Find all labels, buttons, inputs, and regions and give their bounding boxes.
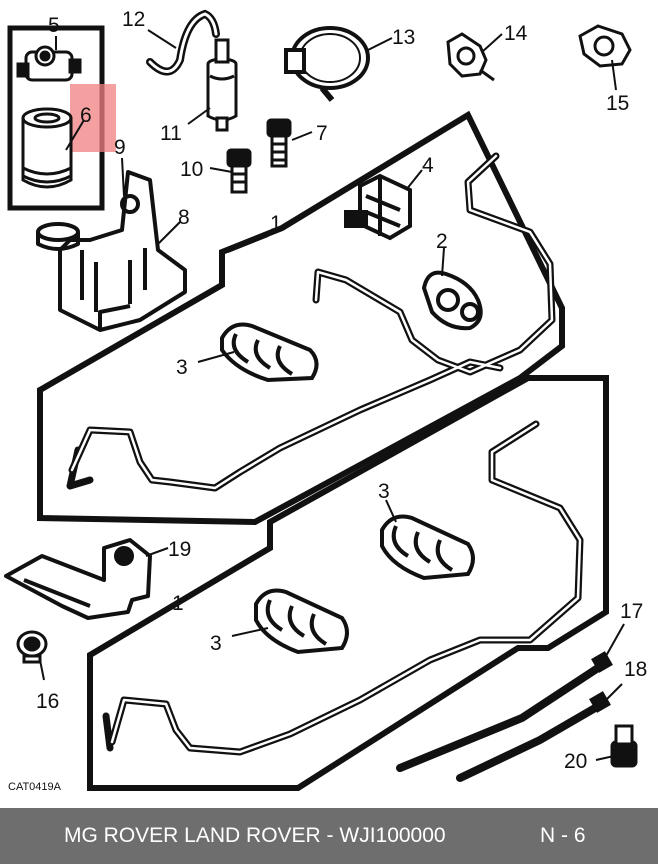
callout-19: 19 [168, 538, 191, 561]
pipe-clip-14-icon [446, 32, 495, 82]
callout-12: 12 [122, 8, 145, 31]
leader-lines [39, 29, 625, 761]
fuel-filter-head-icon [16, 45, 82, 82]
callout-4: 4 [422, 154, 434, 177]
footer-page-number: N - 6 [540, 824, 586, 847]
bolt-10-icon [226, 148, 252, 194]
lower-assembly-frame [87, 375, 609, 791]
callout-15: 15 [606, 92, 629, 115]
pipe-clip-2-icon [421, 270, 483, 331]
filter-bracket-icon [36, 170, 187, 332]
callout-8: 8 [178, 206, 190, 229]
pipe-clip-15-icon [578, 24, 632, 68]
bolt-20-icon [610, 724, 638, 768]
grommet-16-icon [16, 630, 48, 664]
callout-13: 13 [392, 26, 415, 49]
fuel-filter-element-icon [21, 107, 73, 189]
callout-14: 14 [504, 22, 528, 45]
callout-16: 16 [36, 690, 59, 713]
pipe-clip-3b-icon [380, 514, 475, 581]
upper-assembly-frame [37, 110, 565, 526]
strap-clamp-icon [284, 26, 370, 102]
callout-1-lower: 1 [172, 592, 184, 615]
callout-7: 7 [316, 122, 328, 145]
callout-labels: 5 6 9 8 12 11 13 14 15 7 10 4 1 2 3 3 19… [36, 8, 647, 773]
pipe-clip-3a-icon [220, 322, 319, 383]
callout-3-lower: 3 [210, 632, 222, 655]
callout-9: 9 [114, 136, 126, 159]
pipe-clip-4-icon [344, 173, 412, 241]
cable-tie-17-icon [396, 660, 608, 772]
bolt-7-icon [266, 118, 292, 168]
footer-title: MG ROVER LAND ROVER - WJI100000 [64, 824, 446, 847]
fuel-pump-icon [206, 38, 238, 132]
callout-5: 5 [48, 14, 60, 37]
callout-20: 20 [564, 750, 587, 773]
footer-bar: MG ROVER LAND ROVER - WJI100000 N - 6 [0, 808, 658, 864]
callout-3-right: 3 [378, 480, 390, 503]
callout-10: 10 [180, 158, 203, 181]
callout-11: 11 [160, 122, 182, 145]
callout-1-upper: 1 [270, 212, 282, 235]
callout-2: 2 [436, 230, 448, 253]
callout-6: 6 [80, 104, 92, 127]
callout-18: 18 [624, 658, 647, 681]
cable-tie-18-icon [456, 700, 606, 782]
bracket-plate-19-icon [4, 538, 152, 620]
pipe-clip-3c-icon [254, 588, 349, 655]
callout-17: 17 [620, 600, 643, 623]
part-6-highlight [70, 84, 116, 152]
catalog-code: CAT0419A [8, 781, 62, 793]
callout-3-upper: 3 [176, 356, 188, 379]
parts-diagram: 5 6 9 8 12 11 13 14 15 7 10 4 1 2 3 3 19… [4, 8, 647, 793]
